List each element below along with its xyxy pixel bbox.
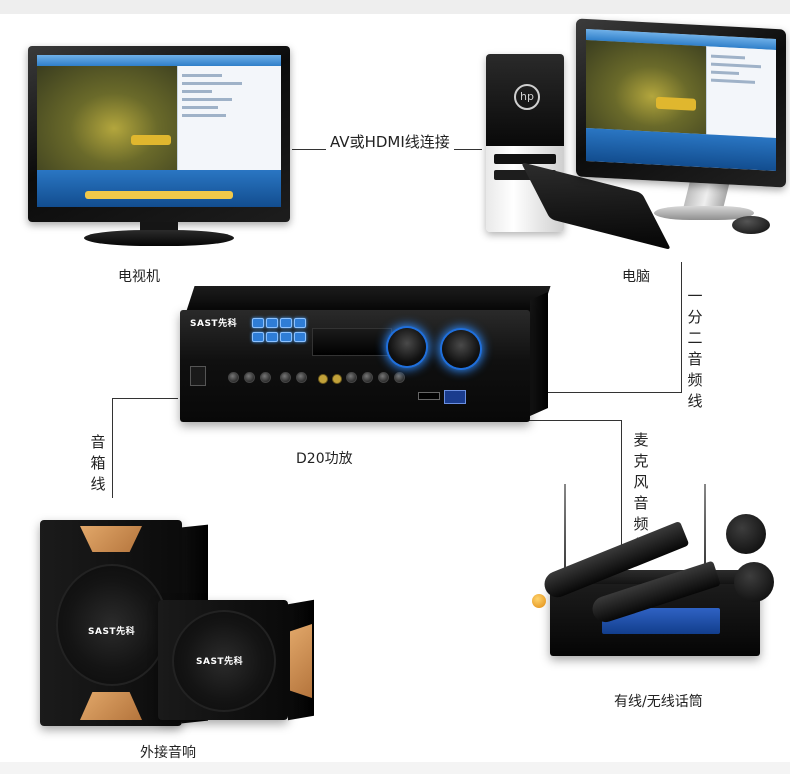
right-speaker: SAST先科 (158, 600, 288, 720)
power-switch (190, 366, 206, 386)
tv-video-frame (37, 66, 177, 170)
label-computer: 电脑 (622, 269, 650, 285)
amp-small-knob (244, 372, 255, 383)
top-band (0, 0, 790, 14)
hp-logo-icon: hp (514, 84, 540, 110)
tv-screen (37, 55, 281, 207)
antenna (564, 484, 566, 580)
amp-small-knob (362, 372, 373, 383)
amp-button (280, 332, 292, 342)
microphone-device (520, 484, 780, 674)
amp-small-knob (228, 372, 239, 383)
speaker-grill (56, 564, 168, 686)
computer-device: hp (486, 18, 786, 250)
speaker-logo: SAST先科 (88, 627, 136, 637)
amp-button (252, 332, 264, 342)
mic-jack (332, 374, 342, 384)
pc-screen (586, 29, 776, 171)
amp-display (312, 328, 392, 356)
speakers-device: SAST先科 SAST先科 (40, 520, 320, 730)
label-tv: 电视机 (118, 269, 160, 285)
speaker-grill (172, 610, 276, 712)
link-line-computer-amp-vertical (681, 262, 682, 392)
amp-small-knob (346, 372, 357, 383)
link-line-amp-speaker-vertical (112, 398, 113, 498)
amp-small-knob (296, 372, 307, 383)
music-volume-knob (442, 330, 480, 368)
speaker-logo: SAST先科 (196, 657, 244, 667)
link-line-amp-mic-horizontal (526, 420, 622, 421)
label-one-to-two-audio: 一分二音频线 (687, 287, 703, 410)
amp-button (252, 318, 264, 328)
link-line-amp-mic-vertical (621, 420, 622, 550)
amp-small-knob (378, 372, 389, 383)
amp-small-knob (260, 372, 271, 383)
amp-button (294, 332, 306, 342)
microphone-head (726, 514, 766, 554)
sd-card-slot (418, 392, 440, 400)
bottom-band (0, 762, 790, 774)
amp-small-knob (280, 372, 291, 383)
amp-button (294, 318, 306, 328)
amp-small-knob (394, 372, 405, 383)
mic-volume-knob (388, 328, 426, 366)
label-amplifier: D20功放 (296, 451, 353, 467)
amplifier-device: SAST先科 (180, 286, 551, 426)
label-microphone: 有线/无线话筒 (614, 694, 703, 710)
tv-device (28, 46, 290, 246)
usb-port (444, 390, 466, 404)
mouse (732, 216, 770, 234)
mic-jack (318, 374, 328, 384)
amp-button (266, 318, 278, 328)
amp-button (280, 318, 292, 328)
amp-front-panel: SAST先科 (180, 310, 530, 422)
tv-bezel (28, 46, 290, 222)
label-speaker-wire: 音箱线 (90, 433, 106, 493)
amp-brand-logo: SAST先科 (190, 319, 238, 329)
link-line-computer-amp-horizontal (538, 392, 682, 393)
amp-button (266, 332, 278, 342)
antenna (704, 484, 706, 574)
link-line-amp-speaker-horizontal (112, 398, 178, 399)
microphone-head (734, 562, 774, 602)
label-speakers: 外接音响 (140, 745, 196, 761)
microphone-tip (532, 594, 546, 608)
pc-monitor (576, 18, 786, 188)
label-av-hdmi: AV或HDMI线连接 (326, 131, 454, 152)
